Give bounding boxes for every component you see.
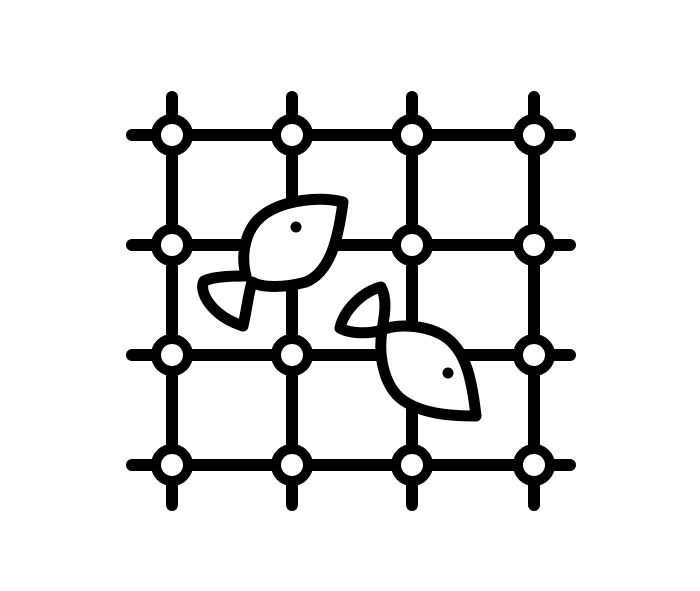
fish-eye-icon: [442, 367, 454, 379]
net-knots: [151, 114, 555, 486]
net-knot: [513, 334, 555, 376]
net-knot: [513, 114, 555, 156]
net-knot: [513, 444, 555, 486]
fish-upper-icon: [197, 193, 349, 332]
fish-lower-icon: [334, 281, 482, 422]
net-knot: [513, 224, 555, 266]
net-knot: [271, 444, 313, 486]
net-knot: [151, 334, 193, 376]
net-knot: [391, 114, 433, 156]
fish-eye-icon: [290, 221, 302, 233]
net-knot: [391, 224, 433, 266]
net-knot: [151, 114, 193, 156]
net-knot: [151, 224, 193, 266]
net-knot: [151, 444, 193, 486]
net-knot: [271, 334, 313, 376]
net-knot: [271, 114, 313, 156]
net-knot: [391, 444, 433, 486]
net-lines: [126, 91, 576, 511]
